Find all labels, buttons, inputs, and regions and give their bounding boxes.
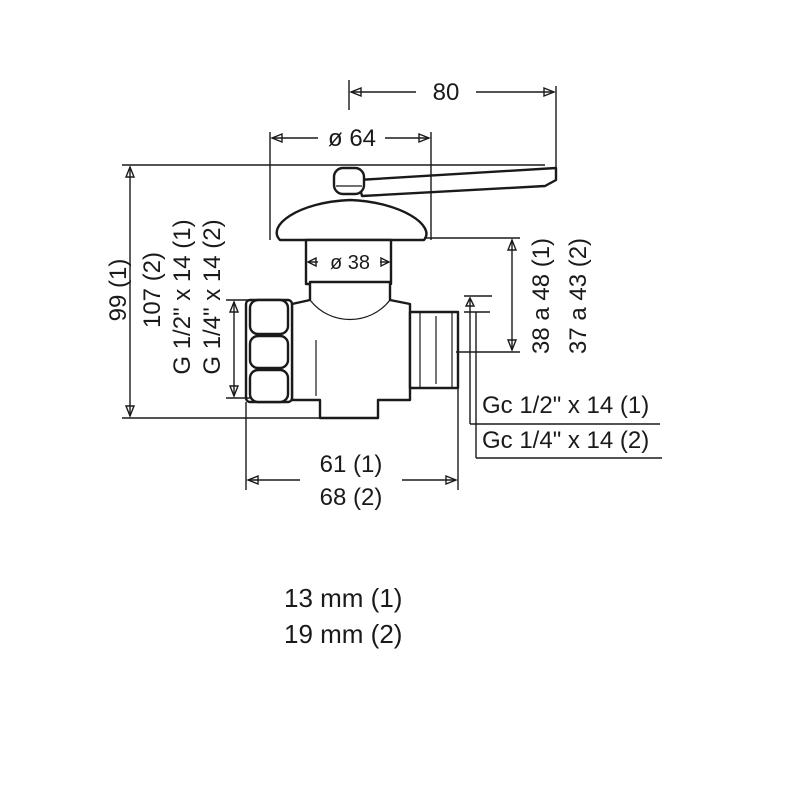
dimension-lines [122, 80, 662, 490]
dim-lever-length: 80 [433, 79, 460, 106]
thread-outlet-2: Gc 1/4" x 14 (2) [482, 427, 649, 454]
dim-outlet-height-1: 38 a 48 (1) [528, 238, 555, 354]
dim-outlet-height-2: 37 a 43 (2) [565, 238, 592, 354]
valve-outline [244, 166, 558, 420]
note-line-2: 19 mm (2) [284, 619, 403, 649]
thread-outlet-1: Gc 1/2" x 14 (1) [482, 392, 649, 419]
thread-inlet-2: G 1/4" x 14 (2) [199, 219, 226, 374]
dim-width-2: 68 (2) [320, 484, 383, 511]
note-line-1: 13 mm (1) [284, 583, 403, 613]
dim-width-1: 61 (1) [320, 451, 383, 478]
dim-handle-diameter: ø 64 [328, 125, 376, 152]
thread-inlet-1: G 1/2" x 14 (1) [169, 219, 196, 374]
dim-total-height-2: 107 (2) [139, 252, 166, 328]
size-notes: 13 mm (1) 19 mm (2) [284, 580, 402, 652]
dim-total-height-1: 99 (1) [105, 259, 132, 322]
dim-stem-diameter: ø 38 [330, 252, 370, 274]
